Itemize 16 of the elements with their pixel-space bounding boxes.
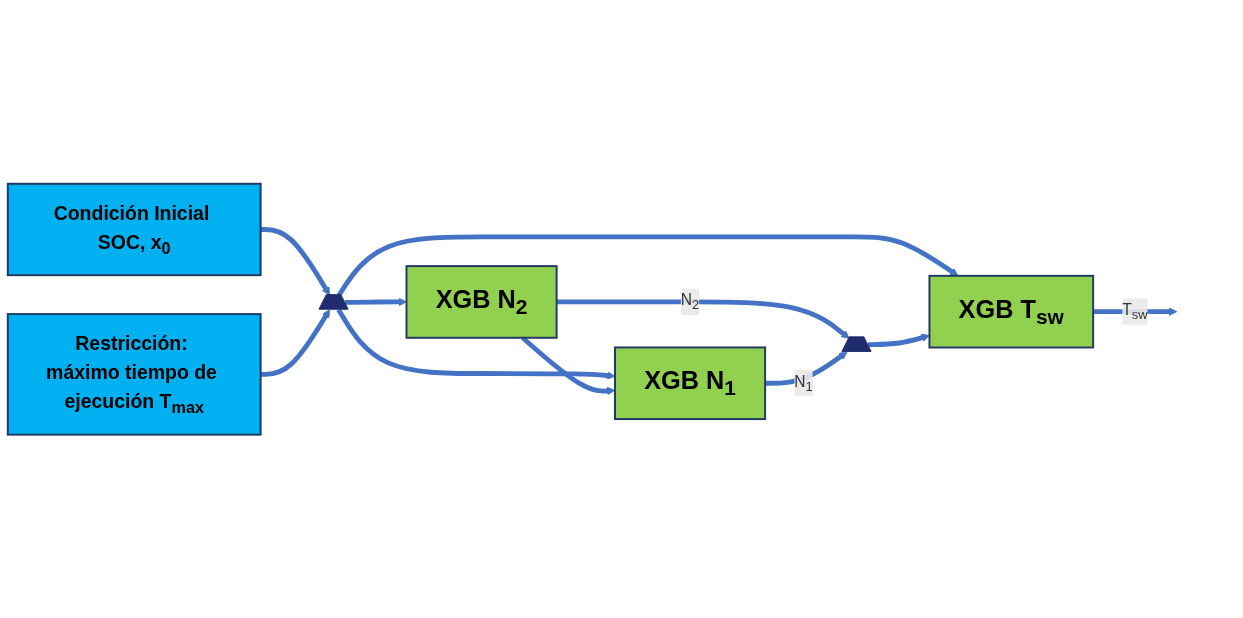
arrow <box>336 234 959 297</box>
arrow <box>260 226 331 296</box>
node-bar <box>841 336 872 352</box>
edge-label: T$_{sw}$ <box>1122 301 1148 322</box>
node-bar <box>318 293 349 310</box>
arrow <box>556 299 850 339</box>
node-box: XGB N$_{1}$ <box>614 346 767 420</box>
edge-label: N$_{2}$ <box>680 291 700 313</box>
arrow <box>867 333 930 347</box>
node-box: XGB N$_{2}$ <box>405 264 558 339</box>
arrow <box>344 297 407 306</box>
edge-label: N$_{1}$ <box>794 372 813 394</box>
arrow <box>260 309 331 377</box>
node-box: Restricción: máximo tiempo de ejecución T$_{max}$ <box>6 312 262 436</box>
node-box: Condición Inicial SOC, x$_{0}$ <box>6 182 262 276</box>
node-box: XGB T$_{sw}$ <box>928 274 1095 349</box>
